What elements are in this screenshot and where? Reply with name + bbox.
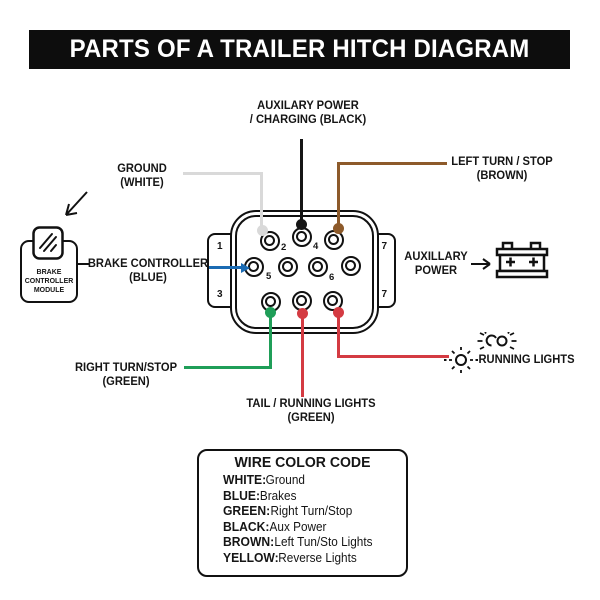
brake-wire-arrowhead [241, 262, 250, 273]
aux-power-wire-terminal [295, 218, 307, 230]
aux-power-wire-vertical [299, 139, 303, 225]
ground-wire-terminal [256, 224, 268, 236]
connector-body-inner-outline [235, 215, 374, 329]
label-aux-power-line1: AUXILLARY [404, 251, 468, 263]
running-lights-wire-vertical [336, 310, 340, 358]
module-label-line2: CONTROLLER [24, 278, 74, 285]
color-code-entry-brown: BROWN: Left Tun/Sto Lights [223, 535, 373, 550]
label-right-turn-line2: (GREEN) [102, 375, 150, 388]
pin-center-left [277, 256, 298, 277]
left-turn-wire-terminal [332, 222, 344, 234]
sun-light-icon [444, 347, 478, 373]
pin-running-lights [322, 290, 343, 311]
ground-wire-horizontal [183, 171, 262, 175]
label-ground-line2: (WHITE) [120, 176, 164, 189]
pin-number-7-top: 7 [381, 241, 387, 252]
left-turn-wire-vertical [336, 161, 340, 229]
label-brake-controller-line1: BRAKE CONTROLLER [87, 258, 209, 270]
label-left-turn-line1: LEFT TURN / STOP [451, 156, 553, 168]
pin-ground [259, 230, 280, 251]
label-ground-line1: GROUND [117, 163, 167, 175]
pin-tail-lights [291, 290, 312, 311]
pin-mid-right [340, 255, 361, 276]
color-code-entry-yellow: YELLOW: Reverse Lights [223, 550, 358, 565]
pin-aux-power [291, 226, 312, 247]
wire-color-code-box: WIRE COLOR CODE WHITE: Ground BLUE: Brak… [197, 449, 408, 577]
wire-color-code-list: WHITE: Ground BLUE: Brakes GREEN: Right … [199, 473, 406, 567]
label-tail-lights-line2: (GREEN) [287, 411, 335, 424]
arrow-right-icon [471, 258, 491, 270]
label-brake-controller: BRAKE CONTROLLER (BLUE) [78, 258, 218, 285]
pin-number-1: 1 [217, 241, 223, 252]
label-aux-charging-line2: / CHARGING (BLACK) [249, 113, 367, 126]
right-turn-wire-vertical [268, 310, 272, 369]
color-code-entry-black: BLACK: Aux Power [223, 519, 327, 534]
module-label-line3: MODULE [33, 287, 65, 294]
brake-wire-horizontal [209, 266, 243, 269]
label-right-turn: RIGHT TURN/STOP (GREEN) [56, 362, 196, 389]
label-tail-lights: TAIL / RUNNING LIGHTS (GREEN) [221, 398, 401, 425]
pin-number-2: 2 [281, 242, 287, 253]
page-title: PARTS OF A TRAILER HITCH DIAGRAM [69, 35, 530, 63]
color-code-entry-green: GREEN: Right Turn/Stop [223, 504, 352, 519]
label-running-lights-text: RUNNING LIGHTS [478, 354, 575, 366]
color-code-entry-white: WHITE: Ground [223, 473, 306, 487]
label-right-turn-line1: RIGHT TURN/STOP [74, 362, 178, 374]
label-aux-power-charging: AUXILARY POWER / CHARGING (BLACK) [208, 100, 408, 127]
running-lights-wire-terminal [332, 306, 344, 318]
parking-lights-indicator-icon [477, 332, 517, 350]
label-left-turn-line2: (BROWN) [476, 169, 528, 182]
arrow-to-module-icon [65, 191, 88, 216]
battery-icon [495, 241, 549, 279]
tail-lights-wire-terminal [296, 307, 308, 319]
pin-center-right [307, 256, 328, 277]
label-aux-power-line2: POWER [414, 264, 458, 277]
wire-color-code-title: WIRE COLOR CODE [234, 455, 371, 471]
label-left-turn: LEFT TURN / STOP (BROWN) [432, 156, 572, 183]
tail-lights-wire-vertical [300, 311, 304, 397]
pin-left-turn [323, 229, 344, 250]
pin-number-6: 6 [329, 272, 335, 283]
module-chip-icon [32, 226, 64, 260]
ground-wire-vertical [259, 171, 263, 231]
label-ground: GROUND (WHITE) [82, 163, 202, 190]
color-code-entry-blue: BLUE: Brakes [223, 488, 297, 503]
title-bar: PARTS OF A TRAILER HITCH DIAGRAM [29, 30, 570, 69]
module-label-line1: BRAKE [36, 269, 62, 276]
running-lights-wire-horizontal [336, 355, 449, 358]
pin-number-3: 3 [217, 289, 223, 300]
right-turn-wire-terminal [264, 306, 276, 318]
label-running-lights: RUNNING LIGHTS [477, 354, 576, 368]
label-tail-lights-line1: TAIL / RUNNING LIGHTS [246, 398, 376, 410]
pin-number-5: 5 [266, 271, 272, 282]
pin-number-7-bottom: 7 [381, 289, 387, 300]
pin-number-4: 4 [313, 241, 319, 252]
label-aux-charging-line1: AUXILARY POWER [257, 100, 359, 112]
label-aux-power-right: AUXILLARY POWER [396, 251, 476, 278]
right-turn-wire-horizontal [184, 366, 271, 369]
left-turn-wire-horizontal [336, 161, 447, 165]
module-connector-line [78, 262, 90, 265]
label-brake-controller-line2: (BLUE) [129, 271, 167, 284]
